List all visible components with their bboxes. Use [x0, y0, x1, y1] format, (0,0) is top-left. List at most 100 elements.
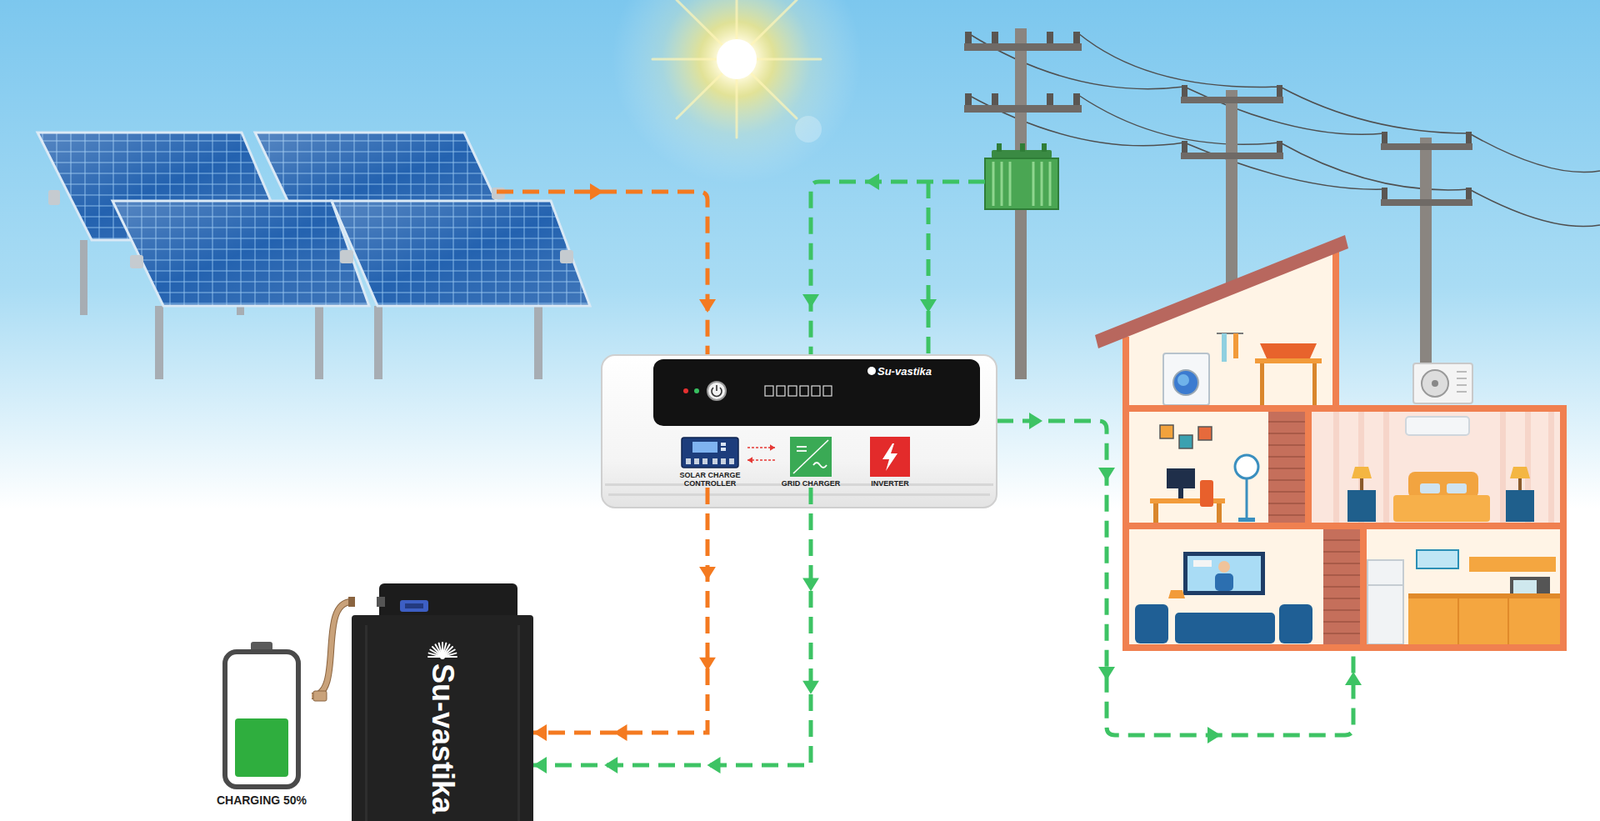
charge-controller [702, 458, 708, 465]
power-lines [1184, 86, 1385, 135]
inverter-housing [601, 355, 997, 508]
house [1408, 471, 1479, 499]
battery-box [351, 615, 534, 821]
connector-line [533, 487, 708, 733]
inverter-unit: Su-vastikaSOLAR CHARGE CONTROLLERGRID CH… [601, 355, 997, 508]
arrow-head [699, 657, 716, 671]
house [1323, 632, 1360, 635]
house [1311, 411, 1560, 523]
inverter-housing [683, 388, 689, 394]
arrow-head [533, 724, 547, 741]
battery-cable [311, 596, 355, 701]
grid-charger [796, 450, 807, 452]
charge-controller [720, 447, 726, 451]
solar-wire [496, 191, 708, 355]
grid-charger [790, 436, 832, 477]
power-lines [1078, 33, 1280, 87]
house [1268, 432, 1307, 435]
sun [795, 115, 822, 143]
connector-line [533, 487, 811, 765]
inverter-housing [823, 385, 832, 396]
charge-controller [680, 436, 740, 469]
battery-box [405, 603, 424, 609]
utility-poles [1276, 85, 1283, 97]
house [1238, 517, 1255, 522]
arrow-head [802, 578, 820, 592]
solar-panels [534, 305, 543, 380]
house [1268, 444, 1307, 446]
arrow-head [699, 566, 716, 580]
grid-wire [996, 420, 1354, 735]
house [1198, 426, 1212, 440]
inverter-unit-label: Su-vastika [877, 365, 932, 378]
house [1221, 333, 1227, 362]
house [1456, 390, 1467, 393]
battery-box [400, 600, 429, 612]
arrow-head [604, 756, 618, 774]
house [1416, 550, 1459, 569]
house [1268, 502, 1307, 505]
house [1163, 353, 1210, 405]
house [1351, 466, 1372, 479]
house [1245, 478, 1249, 519]
house [1360, 478, 1364, 490]
solar-panels [48, 190, 60, 205]
utility-poles [1180, 152, 1284, 160]
house [1333, 411, 1340, 523]
transformer [992, 161, 995, 206]
house [1166, 468, 1195, 489]
exchange-arrow [747, 456, 775, 463]
sun [716, 39, 757, 80]
house [1457, 598, 1460, 645]
transformer [996, 143, 1002, 152]
grid-wire-arrows [865, 173, 880, 190]
house [1505, 490, 1535, 522]
grid-charger [793, 440, 829, 474]
inverter-housing [707, 381, 726, 400]
house [1510, 466, 1530, 479]
utility-poles [1181, 140, 1188, 153]
utility-poles [1380, 199, 1473, 206]
grid-wire-arrows [1345, 671, 1362, 685]
house [1408, 598, 1560, 645]
house [1150, 498, 1225, 504]
house [1178, 488, 1184, 499]
house [1216, 332, 1244, 335]
house [1393, 495, 1490, 522]
grid-wire-arrows [802, 294, 820, 308]
house [1233, 333, 1239, 359]
solar-wire-arrows [590, 183, 604, 200]
utility-poles [1046, 93, 1054, 105]
inverter-housing [811, 385, 820, 396]
utility-poles [1180, 96, 1284, 104]
utility-poles [1420, 137, 1432, 371]
house [1187, 555, 1261, 591]
transformer [985, 158, 1059, 210]
sun [611, 0, 862, 185]
inverter-housing [765, 385, 774, 396]
inverter-housing [715, 385, 718, 391]
house [1125, 405, 1336, 412]
solar-panels [315, 305, 324, 380]
house [1347, 490, 1376, 522]
transformer [1032, 161, 1035, 206]
battery-box: Su-vastika [351, 583, 534, 821]
arrow-head [770, 444, 775, 450]
charge-controller [692, 441, 718, 453]
house [1268, 411, 1307, 523]
house [1500, 411, 1506, 523]
solar-panels [112, 200, 370, 306]
grid-wire-arrows [920, 299, 937, 313]
house [1408, 593, 1560, 599]
charge-controller [681, 437, 739, 468]
battery-box-label: Su-vastika [425, 663, 460, 814]
house [1215, 573, 1234, 591]
arrow-head [707, 756, 721, 774]
house [1431, 380, 1439, 387]
house [1323, 574, 1360, 576]
inverter-housing [776, 385, 785, 396]
inverter-module [882, 443, 898, 471]
utility-poles [1465, 187, 1472, 200]
inverter-housing [800, 385, 809, 396]
